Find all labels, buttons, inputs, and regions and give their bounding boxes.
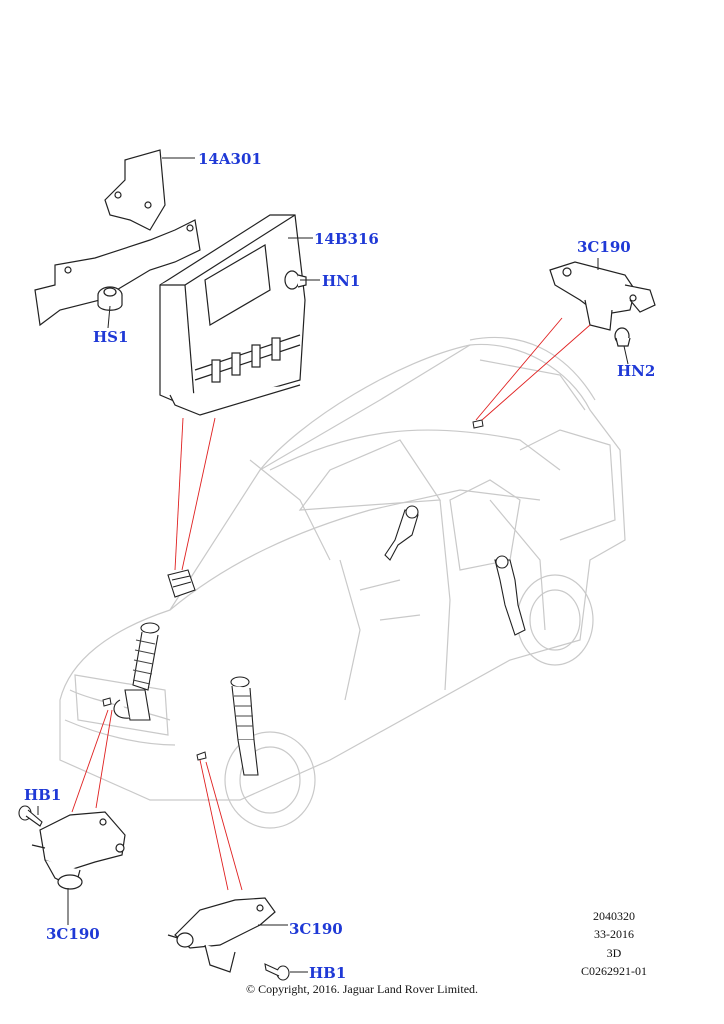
- front-right-air-strut: [230, 676, 259, 776]
- module-location-marker: [167, 569, 196, 598]
- location-leaders: [71, 317, 591, 891]
- diagram-reference: C0262921-01: [581, 964, 647, 978]
- callout-hb1-front-right[interactable]: HB1: [309, 964, 347, 982]
- callout-hn2[interactable]: HN2: [617, 362, 656, 380]
- bolt-hb1-front-left: [18, 805, 43, 827]
- rear-left-strut: [384, 505, 419, 561]
- sensor-markers: [102, 419, 484, 761]
- front-right-height-sensor: [167, 897, 276, 973]
- callout-14a301[interactable]: 14A301: [198, 150, 262, 168]
- callout-hn1[interactable]: HN1: [322, 272, 361, 290]
- rear-height-sensor: [549, 261, 656, 331]
- module-bracket: [34, 149, 201, 327]
- bolt-hb1-front-right: [264, 963, 290, 981]
- callout-3c190-rear[interactable]: 3C190: [577, 238, 631, 256]
- control-module: [159, 214, 306, 416]
- callout-hs1[interactable]: HS1: [93, 328, 129, 346]
- screw-hs1: [97, 286, 123, 311]
- callout-hb1-front-left[interactable]: HB1: [24, 786, 62, 804]
- nut-hn1: [284, 270, 307, 290]
- copyright-notice: © Copyright, 2016. Jaguar Land Rover Lim…: [245, 982, 479, 996]
- diagram-date: 33-2016: [594, 927, 634, 941]
- callout-3c190-front-right[interactable]: 3C190: [289, 920, 343, 938]
- callout-3c190-front-left[interactable]: 3C190: [46, 925, 100, 943]
- vehicle-outline: [59, 336, 626, 829]
- callout-leaders: [37, 157, 629, 973]
- rear-right-strut: [494, 555, 526, 636]
- front-left-air-strut: [113, 622, 160, 721]
- nut-hn2: [614, 327, 631, 347]
- front-left-height-sensor: [31, 811, 126, 890]
- callout-14b316[interactable]: 14B316: [314, 230, 379, 248]
- diagram-code: 2040320: [593, 909, 635, 923]
- diagram-view: 3D: [606, 946, 622, 960]
